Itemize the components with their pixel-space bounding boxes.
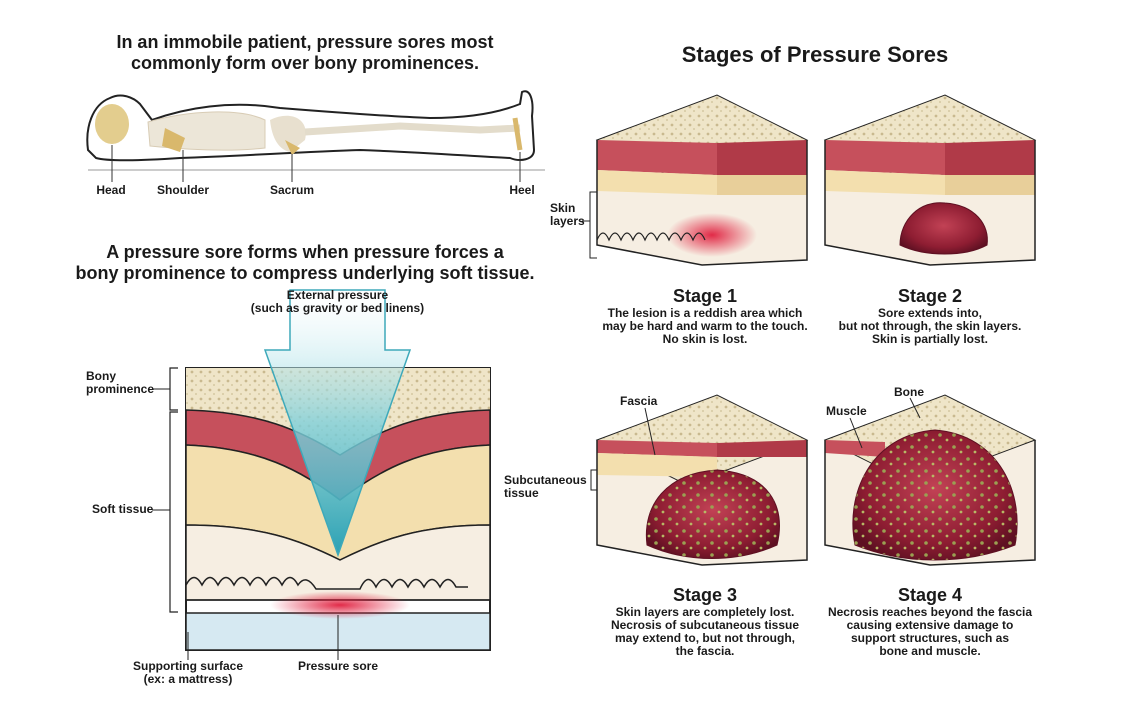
- dermis-layer: [185, 524, 491, 601]
- scapula-bone: [162, 128, 185, 152]
- stage-3-line3: may extend to, but not through,: [615, 631, 795, 645]
- label-shoulder: Shoulder: [156, 183, 209, 197]
- mid-caption-line1: A pressure sore forms when pressure forc…: [106, 242, 504, 262]
- sacrum-bone: [285, 140, 300, 155]
- stage-3-line1: Skin layers are completely lost.: [615, 605, 795, 619]
- pressure-sore-glow: [270, 591, 410, 619]
- stage-4-line1: Necrosis reaches beyond the fascia: [827, 605, 1033, 619]
- bony-prominence-label: Bony prominence: [86, 370, 156, 396]
- stage-2-line1: Sore extends into,: [877, 306, 983, 320]
- stage-2-title: Stage 2: [897, 286, 963, 306]
- mid-caption-line2: bony prominence to compress underlying s…: [75, 263, 535, 283]
- mid-caption: A pressure sore forms when pressure forc…: [70, 242, 540, 284]
- stage-1-line2: may be hard and warm to the touch.: [602, 319, 808, 333]
- skin-layers-line1: Skin: [550, 201, 576, 215]
- stage-3-caption: Stage 3 Skin layers are completely lost.…: [580, 585, 830, 658]
- subcutaneous-line2: tissue: [504, 486, 539, 500]
- supporting-surface-line2: (ex: a mattress): [143, 672, 233, 686]
- patient-body-figure: [86, 90, 545, 182]
- bony-prominence-line2: prominence: [86, 382, 155, 396]
- top-caption: In an immobile patient, pressure sores m…: [90, 32, 520, 74]
- stage-4-block: [823, 394, 1037, 566]
- external-pressure-line2: (such as gravity or bed linens): [250, 301, 425, 315]
- stage-4-line3: support structures, such as: [850, 631, 1010, 645]
- supporting-surface-label: Supporting surface (ex: a mattress): [125, 660, 251, 686]
- stage-3-line2: Necrosis of subcutaneous tissue: [610, 618, 800, 632]
- stage-2-line3: Skin is partially lost.: [871, 332, 989, 346]
- stage-4-caption: Stage 4 Necrosis reaches beyond the fasc…: [810, 585, 1050, 658]
- pressure-arrow: [263, 289, 412, 558]
- label-sacrum: Sacrum: [269, 183, 315, 197]
- soft-tissue-label: Soft tissue: [92, 502, 154, 516]
- external-pressure-line1: External pressure: [286, 288, 389, 302]
- external-pressure-label: External pressure (such as gravity or be…: [230, 289, 445, 315]
- fascia-label: Fascia: [620, 394, 658, 408]
- label-head: Head: [96, 183, 126, 197]
- stage-2-block: [823, 94, 1037, 266]
- cross-section-diagram: [152, 289, 491, 660]
- stage-1-line1: The lesion is a reddish area which: [607, 306, 803, 320]
- stage-3-block: [595, 394, 809, 566]
- bony-prominence-line1: Bony: [86, 369, 116, 383]
- stages-title: Stages of Pressure Sores: [681, 42, 949, 67]
- stage-1-block: [595, 94, 809, 266]
- stage-3-title: Stage 3: [672, 585, 738, 605]
- stage-1-line3: No skin is lost.: [662, 332, 748, 346]
- skin-layers-line2: layers: [550, 214, 585, 228]
- bone-label: Bone: [894, 385, 924, 399]
- supporting-surface-line1: Supporting surface: [132, 659, 243, 673]
- subcutaneous-line1: Subcutaneous: [504, 473, 587, 487]
- skin-layers-label: Skin layers: [550, 202, 590, 228]
- stage-2-line2: but not through, the skin layers.: [838, 319, 1022, 333]
- pressure-sore-label: Pressure sore: [297, 659, 379, 673]
- subcutaneous-label: Subcutaneous tissue: [504, 474, 590, 500]
- label-heel: Heel: [509, 183, 535, 197]
- stage-4-title: Stage 4: [897, 585, 963, 605]
- stage-1-title: Stage 1: [672, 286, 738, 306]
- stage-3-line4: the fascia.: [675, 644, 735, 658]
- stage-1-caption: Stage 1 The lesion is a reddish area whi…: [580, 286, 830, 346]
- stage-4-line4: bone and muscle.: [879, 644, 981, 658]
- top-caption-line2: commonly form over bony prominences.: [130, 53, 480, 73]
- stage-2-caption: Stage 2 Sore extends into, but not throu…: [810, 286, 1050, 346]
- muscle-label: Muscle: [826, 404, 867, 418]
- top-caption-line1: In an immobile patient, pressure sores m…: [116, 32, 494, 52]
- skull-bone: [95, 104, 129, 144]
- stage-4-line2: causing extensive damage to: [846, 618, 1014, 632]
